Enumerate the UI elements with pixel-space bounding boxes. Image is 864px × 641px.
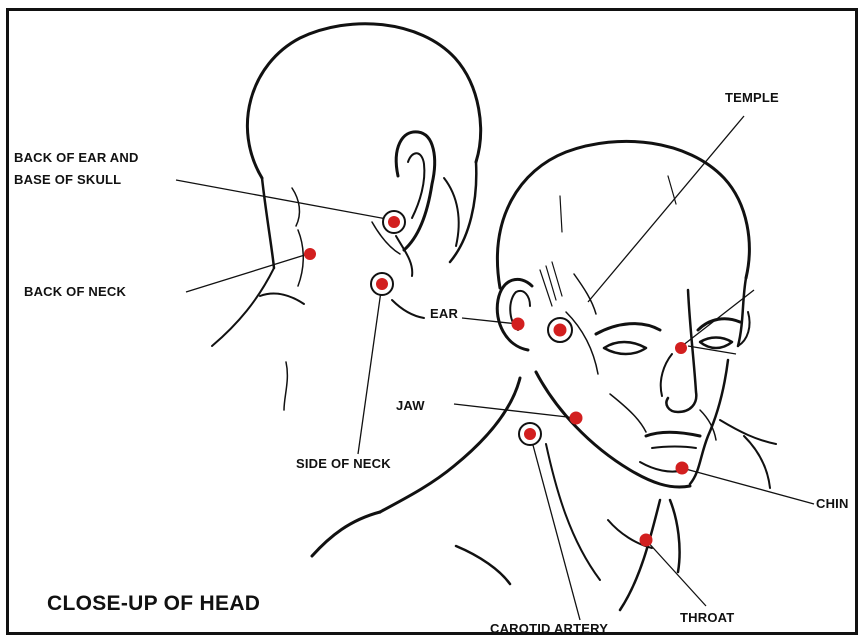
label-chin: CHIN	[816, 496, 849, 512]
point-chin	[676, 462, 689, 475]
point-nose-bridge	[675, 342, 687, 354]
label-base-of-skull: BASE OF SKULL	[14, 172, 121, 188]
label-carotid-artery: CAROTID ARTERY	[490, 621, 608, 637]
point-throat	[640, 534, 653, 547]
point-ear	[512, 318, 525, 331]
point-back-of-neck	[304, 248, 316, 260]
label-back-of-ear: BACK OF EAR AND	[14, 150, 139, 166]
point-jaw	[570, 412, 583, 425]
label-temple: TEMPLE	[725, 90, 779, 106]
diagram-title: CLOSE-UP OF HEAD	[47, 592, 260, 616]
label-throat: THROAT	[680, 610, 734, 626]
front-head-figure	[312, 141, 776, 610]
leader-lines	[176, 116, 814, 620]
label-ear: EAR	[430, 306, 458, 322]
label-jaw: JAW	[396, 398, 425, 414]
label-side-of-neck: SIDE OF NECK	[296, 456, 391, 472]
rear-head-figure	[212, 24, 481, 410]
label-back-of-neck: BACK OF NECK	[24, 284, 126, 300]
